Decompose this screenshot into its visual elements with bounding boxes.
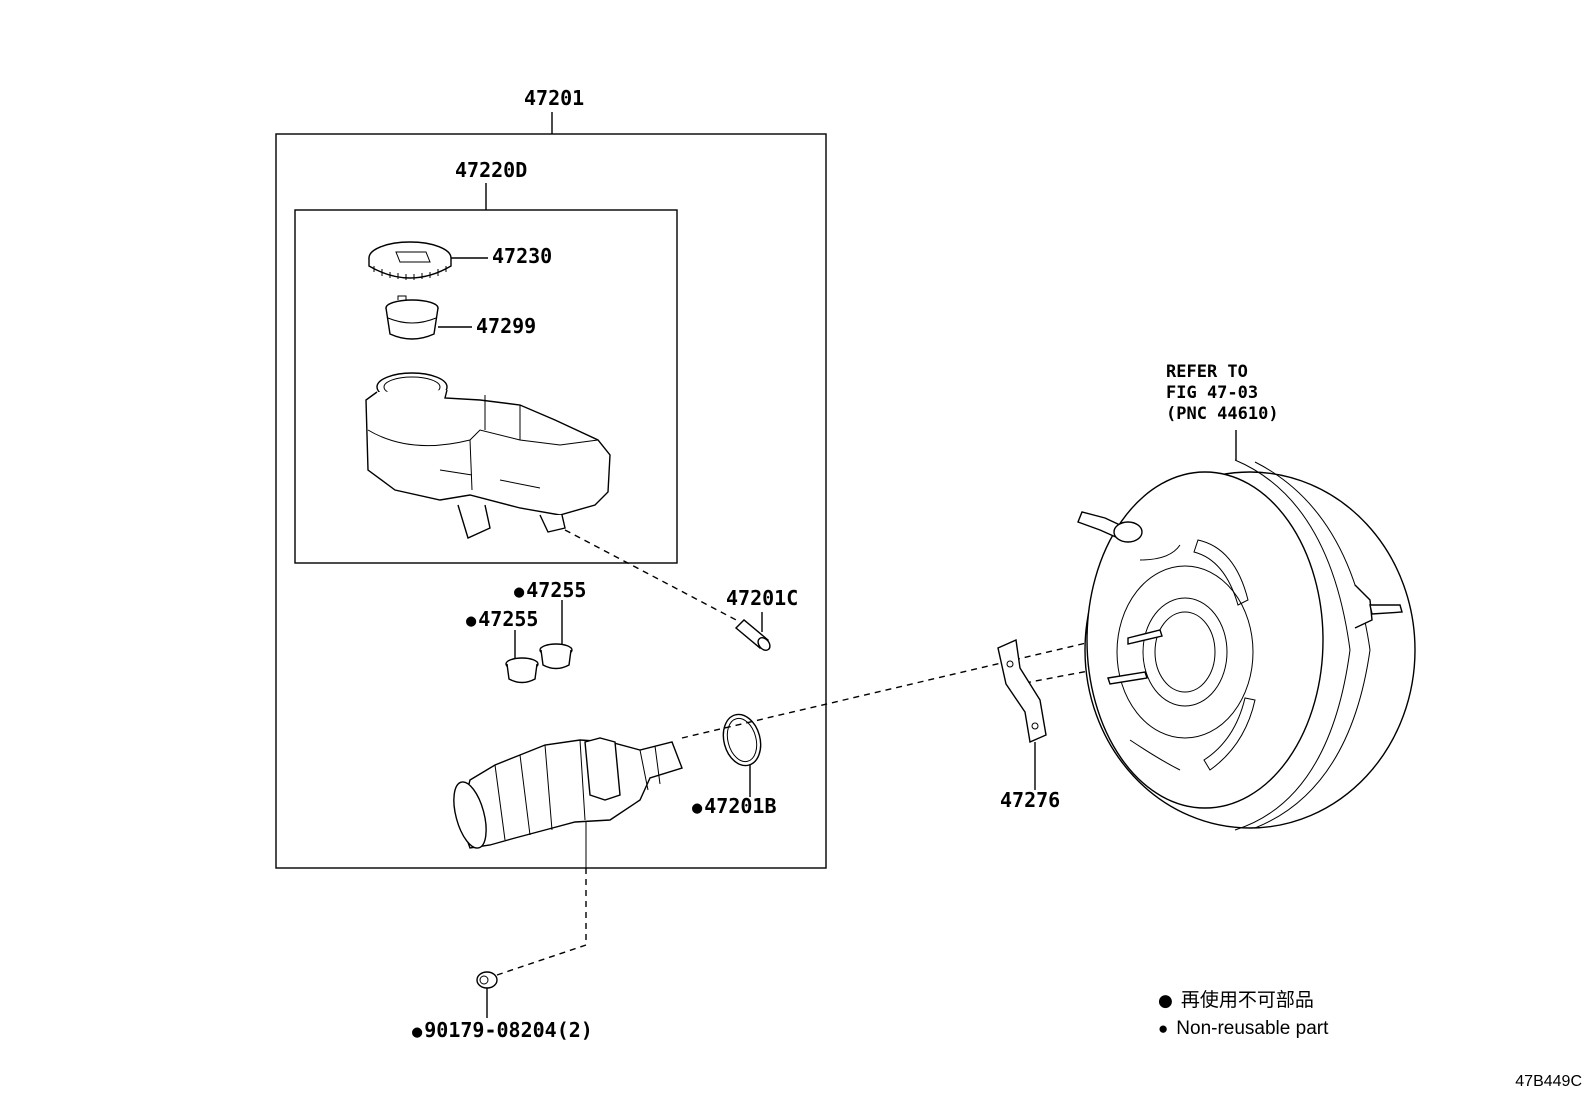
figure-code: 47B449C (1515, 1073, 1582, 1090)
legend-jp: ● 再使用不可部品 (1158, 991, 1314, 1010)
dash-pin (564, 529, 741, 623)
label-assembly: 47201 (524, 86, 585, 110)
reservoir-cap-icon (368, 241, 452, 280)
label-o-ring: 47201B (692, 796, 776, 817)
label-cap: 47230 (492, 244, 553, 268)
o-ring-icon (722, 713, 762, 767)
gasket-icon (997, 638, 1047, 744)
nut-icon (476, 971, 498, 989)
refer-line-3: (PNC 44610) (1166, 404, 1279, 424)
grommet-b-icon (539, 643, 573, 670)
label-reservoir-sub: 47220D (455, 158, 528, 182)
pin-icon (734, 619, 771, 651)
label-strainer: 47299 (476, 314, 537, 338)
legend-en: ● Non-reusable part (1158, 1019, 1328, 1038)
assembly-frame (275, 133, 827, 869)
label-grommet-b: 47255 (514, 580, 586, 601)
refer-line-2: FIG 47-03 (1166, 383, 1259, 403)
label-pin: 47201C (726, 586, 799, 610)
label-grommet-a: 47255 (466, 609, 538, 630)
dash-cylinder-booster (681, 627, 1151, 739)
legend-bullet-icon: ● (1158, 1019, 1169, 1038)
legend-en-text: Non-reusable part (1176, 1018, 1329, 1039)
reservoir-tank-icon (365, 372, 611, 539)
brake-booster-icon (1077, 459, 1416, 831)
strainer-icon (385, 295, 439, 340)
label-gasket: 47276 (1000, 788, 1061, 812)
legend-jp-text: 再使用不可部品 (1180, 989, 1314, 1011)
refer-line-1: REFER TO (1166, 362, 1248, 382)
legend-bullet-icon: ● (1158, 991, 1173, 1011)
dash-nut (496, 868, 587, 976)
master-cylinder-icon (453, 737, 683, 849)
grommet-a-icon (505, 657, 539, 684)
label-nut: 90179-08204(2) (412, 1020, 593, 1041)
